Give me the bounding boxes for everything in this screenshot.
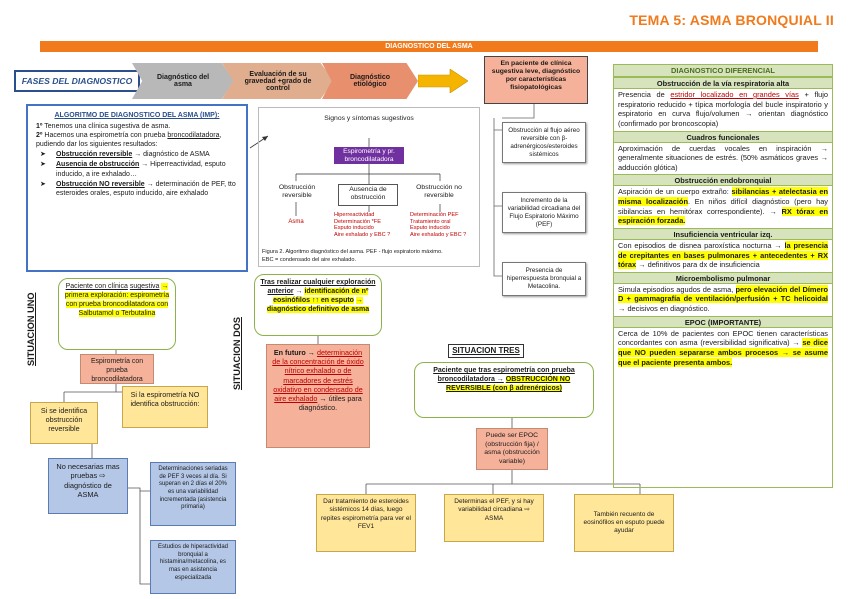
flow-espirometria: Espirometría y pr. broncodilatadora: [334, 147, 404, 164]
tres-intro: Paciente que tras espirometría con prueb…: [414, 362, 594, 418]
step1-num: 1º: [36, 123, 43, 131]
result-item-key: Ausencia de obstrucción: [56, 161, 140, 169]
step2-text-a: Hacemos una espirometría con prueba: [44, 132, 166, 140]
tres-intro-a: Paciente que tras espirometría con prueb…: [433, 367, 575, 384]
dd-s1-c: + flujo respiratorio reducido + típica m…: [618, 90, 828, 128]
step2-num: 2º: [36, 132, 43, 140]
dd-s1-body: Presencia de estridor localizado en gran…: [614, 89, 832, 131]
flow-branch-ausencia: Ausencia de obstrucción: [338, 184, 398, 206]
dd-s6-a: Cerca de 10% de pacientes con EPOC tiene…: [618, 328, 828, 348]
dd-s4-body: Con episodios de disnea paroxística noct…: [614, 240, 832, 272]
dos-intro: Tras realizar cualquier exploración ante…: [254, 274, 382, 336]
flow-signos: Signos y síntomas sugestivos: [324, 115, 414, 122]
step2-text-b: broncodilatadora: [167, 132, 220, 140]
result-item-rest: → determinación de PEF, tto esteroides o…: [56, 180, 236, 197]
flow-mid-red: Hiperreactividad Determinación *FE Esput…: [334, 212, 391, 239]
chevron-step-1: Diagnóstico del asma: [132, 63, 234, 99]
card-hiperrespuesta: Presencia de hiperrespuesta bronquial a …: [502, 262, 586, 296]
dd-s3-a: Aspiración de un cuerpo extraño:: [618, 187, 729, 197]
fases-label: FASES DEL DIAGNOSTICO: [14, 70, 140, 92]
result-item-key: Obstrucción NO reversible: [56, 180, 145, 188]
uno-no-identifica: Si la espirometría NO identifica obstruc…: [122, 386, 208, 428]
dd-s5-c: → decisivos en diagnóstico.: [618, 304, 710, 313]
dd-s2-body: Aproximación de cuerdas vocales en inspi…: [618, 143, 828, 172]
dd-s3-body: Aspiración de un cuerpo extraño: sibilan…: [614, 186, 832, 228]
tres-opt-eosinofilos: También recuento de eosinófilos en esput…: [574, 494, 674, 552]
uno-intro: Paciente con clínica sugestiva → primera…: [58, 278, 176, 350]
flow-right-red: Determinación PEF Tratamiento oral Esput…: [410, 212, 467, 239]
result-item: Ausencia de obstrucción → Hiperreactivid…: [40, 160, 238, 178]
flowchart-frame: [258, 107, 480, 267]
dd-s3-head: Obstrucción endobronquial: [614, 174, 832, 187]
dos-futuro: En futuro → determinación de la concentr…: [266, 344, 370, 448]
flow-caption-2: EBC = condensado del aire exhalado.: [262, 257, 357, 263]
uno-espirometria: Espirometría con prueba broncodilatadora: [80, 354, 154, 384]
result-item: Obstrucción reversible → diagnóstico de …: [40, 150, 238, 159]
chevron-step-3: Diagnóstico etiológico: [322, 63, 418, 99]
dd-s5-body: Simula episodios agudos de asma, pero el…: [614, 284, 832, 316]
situacion-tres-label: SITUACION TRES: [448, 344, 524, 358]
flow-branch-reversible: Obstrucción reversible: [278, 184, 316, 200]
step2-text-c: , pudiendo dar los siguientes resultados…: [36, 132, 222, 149]
tres-opt-pef: Determinas el PEF, y si hay variabilidad…: [444, 494, 544, 542]
card-variabilidad: Incremento de la variabilidad circadiana…: [502, 192, 586, 234]
page-title: TEMA 5: ASMA BRONQUIAL II: [629, 12, 834, 28]
dd-s4-a: Con episodios de disnea paroxística noct…: [618, 240, 782, 250]
uno-pef-box: Determinaciones seriadas de PEF 3 veces …: [150, 462, 236, 526]
algoritmo-title: ALGORITMO DE DIAGNOSTICO DEL ASMA (IMP):: [54, 112, 220, 119]
step1-text: Tenemos una clínica sugestiva de asma.: [44, 123, 171, 131]
dd-title: DIAGNOSTICO DIFERENCIAL: [614, 65, 832, 77]
algoritmo-box: ALGORITMO DE DIAGNOSTICO DEL ASMA (IMP):…: [26, 104, 248, 272]
uno-intro-b: sugestiva: [129, 283, 160, 290]
dd-s1-head: Obstrucción de la vía respiratoria alta: [614, 77, 832, 89]
dd-s5-a: Simula episodios agudos de asma,: [618, 284, 734, 294]
dos-intro-a: Tras realizar cualquier exploración ante…: [260, 279, 376, 296]
dd-s1-a: Presencia de: [618, 90, 665, 99]
diagnostico-diferencial: DIAGNOSTICO DIFERENCIAL Obstrucción de l…: [613, 64, 833, 488]
card-obstruccion: Obstrucción al flujo aéreo reversible co…: [502, 122, 586, 164]
right-arrow-icon: [418, 69, 468, 93]
dd-s4-c: → definitivos para dx de insuficiencia: [638, 260, 760, 270]
tres-epoc: Puede ser EPOC (obstrucción fija) / asma…: [476, 428, 548, 470]
flow-caption-1: Figura 2. Algoritmo diagnóstico del asma…: [262, 249, 443, 255]
dd-s3-c: . En niños difícil diagnóstico (pero hay…: [618, 197, 828, 216]
uno-no-necesarias: No necesarias mas pruebas ⇨ diagnóstico …: [48, 458, 128, 514]
dd-s5-head: Microembolismo pulmonar: [614, 271, 832, 284]
section-banner: DIAGNOSTICO DEL ASMA: [40, 41, 818, 52]
chevron-step-2: Evaluación de su gravedad +grado de cont…: [222, 63, 334, 99]
leve-box: En paciente de clínica sugestiva leve, d…: [484, 56, 588, 104]
dos-futuro-c: → útiles para diagnóstico.: [298, 394, 362, 413]
uno-intro-a: Paciente con clínica: [65, 283, 128, 290]
dd-s1-b: estridor localizado en grandes vías: [670, 90, 799, 99]
result-item-rest: → Hiperreactividad, esputo inducido, a i…: [56, 161, 226, 178]
situacion-uno-label: SITUACION UNO: [26, 292, 36, 367]
tres-opt-esteroides: Dar tratamiento de esteroides sistémicos…: [316, 494, 416, 552]
dd-s6-body: Cerca de 10% de pacientes con EPOC tiene…: [614, 328, 832, 370]
result-item-rest: → diagnóstico de ASMA: [134, 151, 210, 159]
dd-s4-head: Insuficiencia ventricular izq.: [614, 227, 832, 240]
uno-hiper-box: Estudios de hiperactividad bronquial a h…: [150, 540, 236, 594]
result-item-key: Obstrucción reversible: [56, 151, 133, 159]
uno-si-identifica: Si se identifica obstrucción reversible: [30, 402, 98, 444]
flow-branch-no-reversible: Obstrucción no reversible: [416, 184, 462, 200]
dd-s6-head: EPOC (IMPORTANTE): [614, 315, 832, 328]
result-item: Obstrucción NO reversible → determinació…: [40, 180, 238, 198]
dos-futuro-a: En futuro →: [273, 348, 315, 357]
flow-asma: Asma: [288, 219, 304, 225]
dd-s2-head: Cuadros funcionales: [614, 130, 832, 143]
dos-futuro-b: determinación de la concentración de óxi…: [272, 348, 364, 404]
situacion-dos-label: SITUACION DOS: [232, 317, 242, 390]
